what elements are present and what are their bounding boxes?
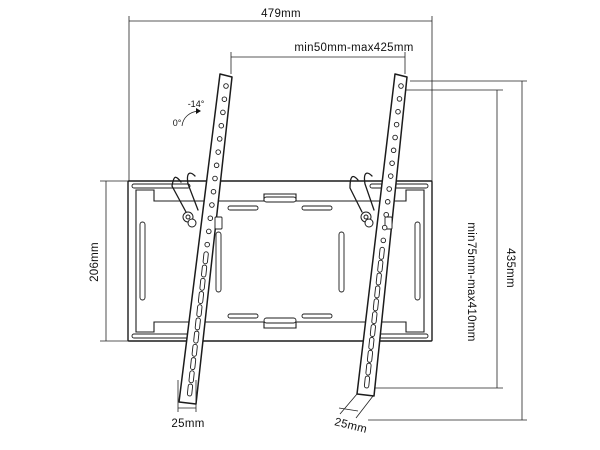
right-arm-hole [369,324,376,337]
total-height-label: 435mm [504,248,516,288]
left-arm-hole [223,83,229,89]
left-arm-hole [190,357,197,371]
right-arm-hole [380,237,387,244]
left-arm-width-dimension: 25mm [171,380,204,430]
left-arm-hole [207,215,214,221]
plate-height-dimension: 206mm [89,180,128,342]
right-arm-hole [363,375,371,389]
left-arm-hole [213,162,220,169]
left-arm-hole [194,317,201,331]
right-arm-hole [383,211,389,218]
right-arm-width-dimension: 25mm [333,393,374,436]
tilt-max-label: -14° [188,99,205,109]
right-arm-hole [381,224,388,231]
left-arm-hole [188,370,195,384]
left-arm-hole [221,96,228,102]
left-arm-hole [212,175,218,182]
right-arm-hole [396,96,403,102]
right-arm-hole [378,246,385,260]
left-arm-hole [196,304,203,318]
left-arm-hole [215,149,221,155]
left-arm-hole [201,264,208,278]
arm-spacing-label: min50mm-max425mm [294,42,413,54]
plate-height-label: 206mm [89,242,101,282]
right-arm-hole [375,272,382,286]
left-arm-hole [209,202,215,208]
right-arm-hole [368,336,375,350]
left-arm-hole [197,291,205,304]
width-label: 479mm [261,8,301,20]
arm-spacing-dimension: min50mm-max425mm [230,42,413,74]
right-arm-hole [366,349,374,363]
vesa-height-label: min75mm-max410mm [465,222,477,341]
left-arm-hole [199,277,206,291]
left-mounting-arm [171,73,233,405]
left-arm-hole [210,188,217,195]
right-arm-hole [377,259,384,273]
tilt-min-label: 0° [173,118,182,128]
right-arm-hole [398,83,404,89]
right-arm-hole [371,311,378,325]
right-mounting-arm [349,73,408,397]
left-arm-hole [206,228,212,235]
total-height-dimension: 435mm [368,80,527,421]
tilt-indicator: -14° 0° [173,99,205,128]
left-arm-hole [218,122,225,129]
left-arm-hole [186,383,194,397]
left-arm-hole [204,241,210,248]
left-arm-hole [202,251,209,265]
left-arm-hole [216,136,223,142]
right-arm-hole [389,160,395,166]
width-dimension: 479mm [128,8,433,182]
right-arm-hole [372,298,379,312]
right-arm-hole [386,186,392,192]
right-arm-hole [395,108,401,115]
right-arm-hole [384,199,391,205]
right-arm-hole [374,285,381,299]
left-arm-hole [193,330,200,344]
right-arm-hole [365,362,372,376]
left-arm-width-label: 25mm [171,418,204,430]
left-arm-hole [191,343,198,357]
right-arm-hole [390,147,397,154]
right-arm-hole [392,134,398,141]
right-arm-width-label: 25mm [333,416,368,436]
vesa-height-dimension: min75mm-max410mm [370,89,503,389]
left-arm-hole [220,109,226,116]
right-arm-hole [393,121,400,128]
right-arm-hole [387,173,394,179]
